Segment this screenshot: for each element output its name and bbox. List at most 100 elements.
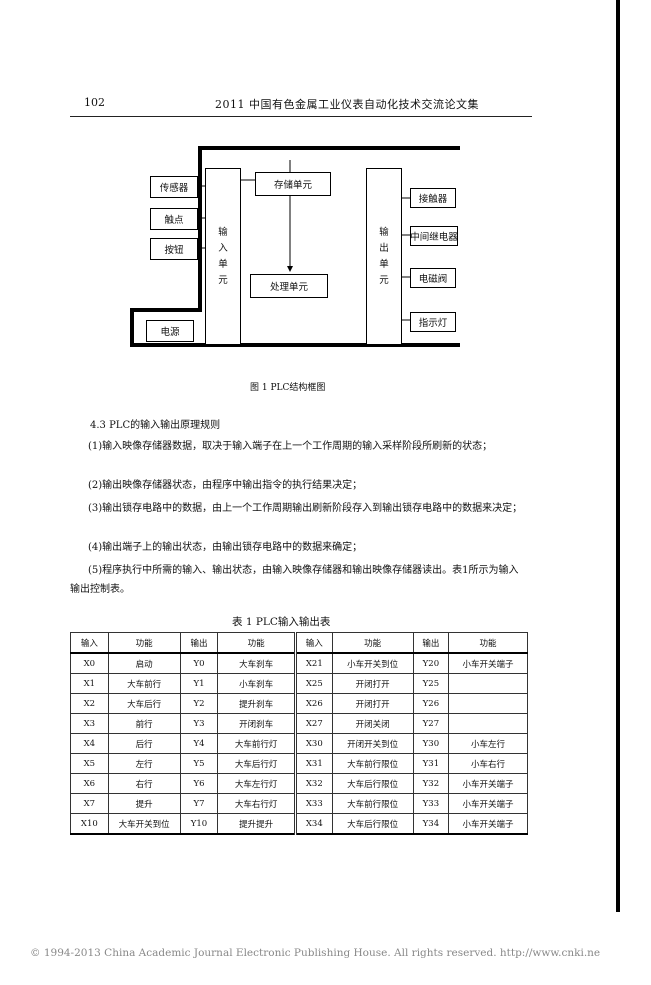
table-header-row: 输入功能输出功能输入功能输出功能 (70, 632, 528, 654)
table-header-cell: 功能 (107, 632, 181, 654)
scan-edge-bar (616, 0, 620, 912)
table-cell: 启动 (107, 652, 181, 674)
output-unit-char: 输 (379, 226, 389, 238)
table-cell: X6 (70, 773, 109, 794)
table-cell: X2 (70, 693, 109, 714)
table-cell: Y34 (412, 813, 450, 835)
contactor-box: 接触器 (410, 188, 456, 208)
contact-box: 触点 (150, 208, 198, 230)
table-cell: 后行 (107, 733, 181, 754)
table-cell: 小车开关端子 (448, 773, 528, 794)
plc-block-diagram: 传感器 触点 按钮 输 入 单 元 存储单元 处理单元 输 出 单 元 接触器 … (130, 140, 460, 362)
table-cell: X25 (295, 673, 333, 694)
table-cell: 提升 (107, 793, 181, 814)
header-rule (70, 116, 532, 117)
table-cell: X27 (295, 713, 333, 734)
table-cell: 大车前行限位 (331, 753, 414, 774)
table-cell: Y2 (179, 693, 219, 714)
table-cell: 大车前行灯 (217, 733, 298, 754)
table-cell: Y26 (412, 693, 450, 714)
table-cell: 大车前行 (107, 673, 181, 694)
running-title: 2011 中国有色金属工业仪表自动化技术交流论文集 (215, 98, 479, 111)
table-cell: 小车开关端子 (448, 793, 528, 814)
table-cell: Y0 (179, 652, 219, 674)
table-cell: 大车右行灯 (217, 793, 298, 814)
table-cell: X33 (295, 793, 333, 814)
running-header: 102 2011 中国有色金属工业仪表自动化技术交流论文集 (70, 96, 530, 114)
table-cell: 右行 (107, 773, 181, 794)
figure-caption: 图 1 PLC结构框图 (250, 383, 326, 393)
input-unit-char: 入 (218, 242, 228, 254)
table-cell: 小车开关端子 (448, 652, 528, 674)
table-cell: Y3 (179, 713, 219, 734)
table-cell: 小车刹车 (217, 673, 298, 694)
table-cell: X31 (295, 753, 333, 774)
indicator-lamp-box: 指示灯 (410, 312, 456, 332)
rule-paragraph: (4)输出端子上的输出状态，由输出锁存电路中的数据来确定； (88, 542, 363, 553)
table-cell: 开闭打开 (331, 673, 414, 694)
table-cell: Y20 (412, 652, 450, 674)
table-cell: X21 (295, 652, 333, 674)
input-unit-char: 元 (218, 274, 228, 286)
table-cell: Y32 (412, 773, 450, 794)
output-unit: 输 出 单 元 (366, 168, 402, 345)
processing-unit-box: 处理单元 (250, 274, 328, 298)
table-cell: 大车刹车 (217, 652, 298, 674)
table-cell: X0 (70, 652, 109, 674)
table-cell: 开闭关闭 (331, 713, 414, 734)
table-cell: Y1 (179, 673, 219, 694)
table-cell: 左行 (107, 753, 181, 774)
table-header-cell: 功能 (448, 632, 528, 654)
table-cell: 大车后行限位 (331, 813, 414, 835)
button-box: 按钮 (150, 238, 198, 260)
table-cell: Y10 (179, 813, 219, 835)
input-unit-char: 输 (218, 226, 228, 238)
table-cell: 开闭开关到位 (331, 733, 414, 754)
table-cell: Y31 (412, 753, 450, 774)
table-cell (448, 713, 528, 734)
table-caption: 表 1 PLC输入输出表 (232, 616, 331, 628)
table-cell: X32 (295, 773, 333, 794)
table-header-cell: 输出 (179, 632, 219, 654)
table-header-cell: 功能 (331, 632, 414, 654)
table-cell: 前行 (107, 713, 181, 734)
copyright-footer: © 1994-2013 China Academic Journal Elect… (30, 947, 601, 959)
storage-unit-box: 存储单元 (255, 172, 331, 196)
relay-box: 中间继电器 (410, 226, 458, 246)
table-cell: Y4 (179, 733, 219, 754)
table-cell: Y5 (179, 753, 219, 774)
table-cell: X7 (70, 793, 109, 814)
table-header-cell: 输入 (70, 632, 109, 654)
table-cell: Y33 (412, 793, 450, 814)
table-cell: Y7 (179, 793, 219, 814)
table-cell: X1 (70, 673, 109, 694)
table-cell: 大车后行 (107, 693, 181, 714)
section-heading: 4.3 PLC的输入输出原理规则 (90, 420, 221, 431)
rule-paragraph: (3)输出锁存电路中的数据，由上一个工作周期输出刷新阶段存入到输出锁存电路中的数… (88, 503, 523, 514)
table-cell: X30 (295, 733, 333, 754)
output-unit-char: 单 (379, 258, 389, 270)
table-cell: Y30 (412, 733, 450, 754)
rule-paragraph: (1)输入映像存储器数据，取决于输入端子在上一个工作周期的输入采样阶段所刷新的状… (88, 441, 493, 452)
solenoid-valve-box: 电磁阀 (410, 268, 456, 288)
table-cell: 提升刹车 (217, 693, 298, 714)
table-cell: 大车后行灯 (217, 753, 298, 774)
input-unit: 输 入 单 元 (205, 168, 241, 345)
table-cell (448, 693, 528, 714)
table-cell: X26 (295, 693, 333, 714)
table-cell: 大车左行灯 (217, 773, 298, 794)
table-cell: 提升提升 (217, 813, 298, 835)
sensor-box: 传感器 (150, 176, 198, 198)
power-box: 电源 (146, 320, 194, 342)
table-header-cell: 功能 (217, 632, 298, 654)
input-unit-char: 单 (218, 258, 228, 270)
table-cell: 大车开关到位 (107, 813, 181, 835)
output-unit-char: 元 (379, 274, 389, 286)
